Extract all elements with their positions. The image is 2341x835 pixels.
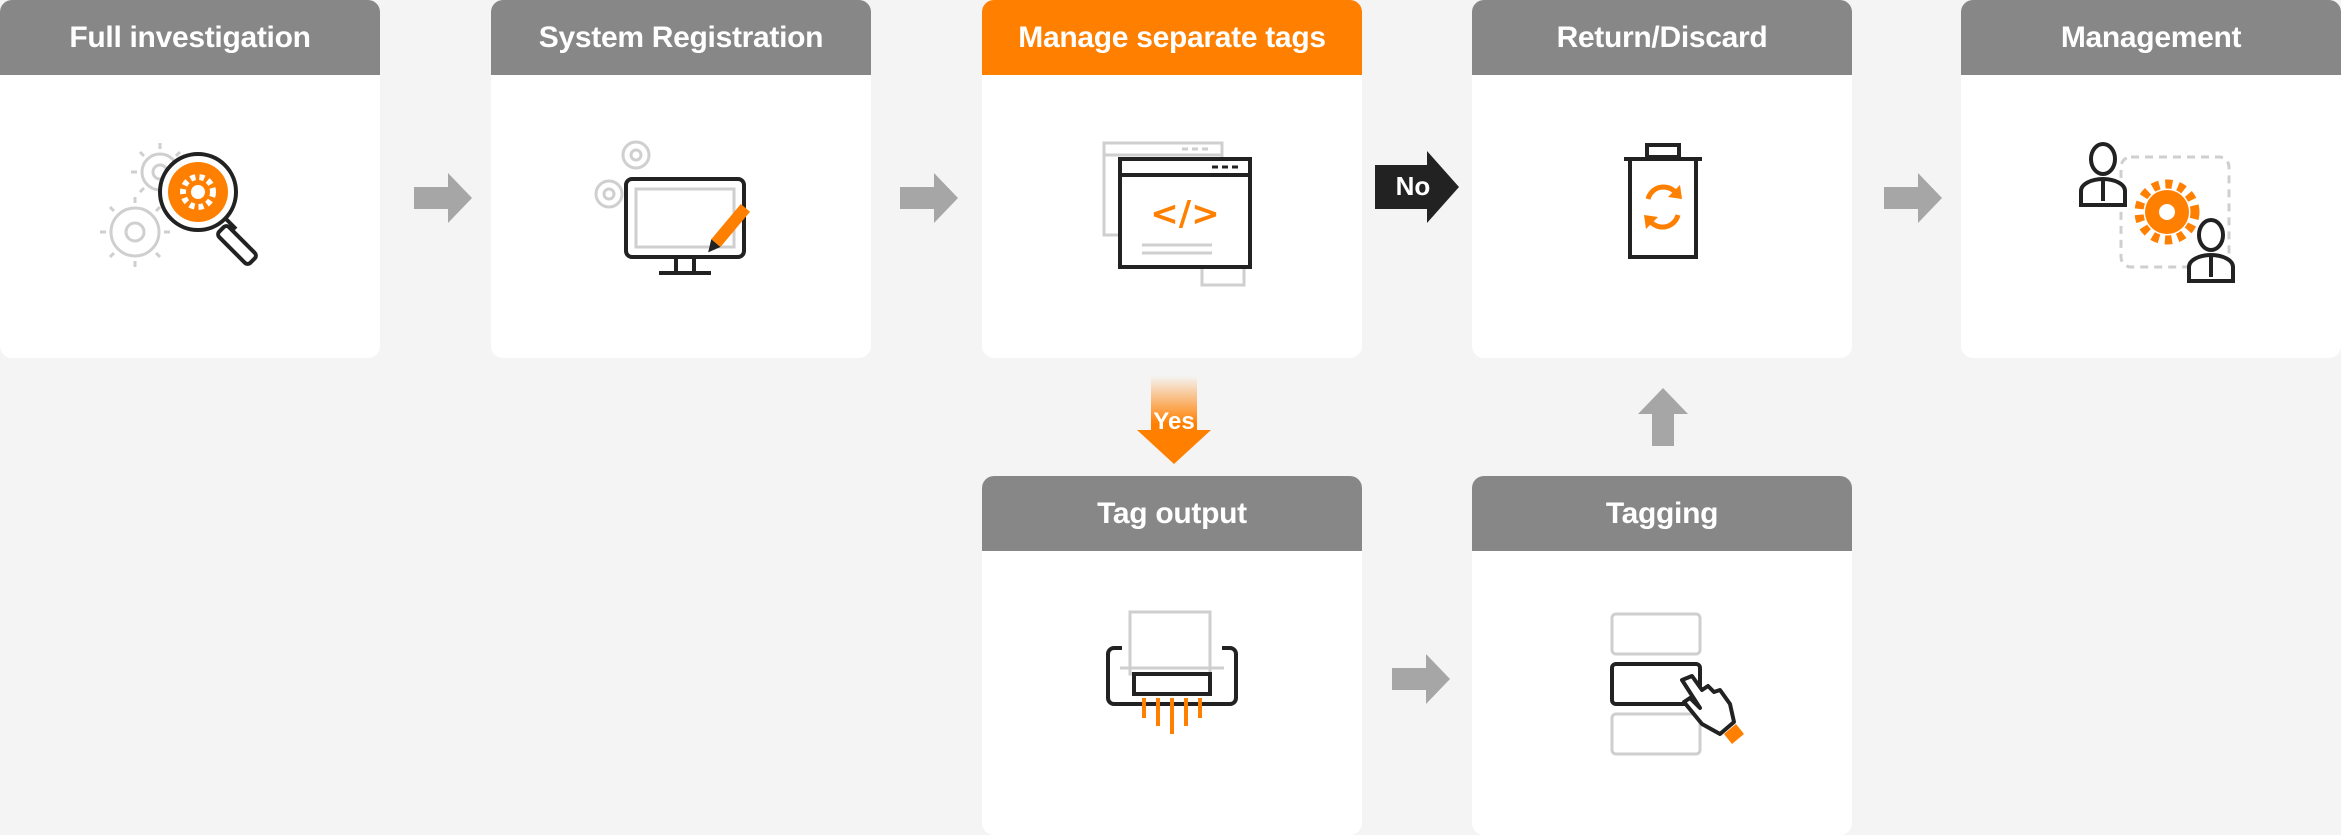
people-gear-icon	[1961, 75, 2341, 358]
step-title: Management	[1961, 0, 2341, 75]
step-management: Management	[1961, 0, 2341, 358]
yes-decision-arrow: Yes	[1137, 376, 1211, 464]
printer-icon	[982, 551, 1362, 835]
yes-label: Yes	[1153, 408, 1195, 435]
monitor-pencil-icon	[491, 75, 871, 358]
recycle-bin-icon	[1472, 75, 1852, 358]
code-window-icon: </>	[982, 75, 1362, 358]
arrow-right-4	[1884, 173, 1944, 228]
code-tag-glyph: </>	[1150, 194, 1219, 234]
step-manage-separate-tags: Manage separate tags </>	[982, 0, 1362, 358]
step-title: Return/Discard	[1472, 0, 1852, 75]
step-title: Manage separate tags	[982, 0, 1362, 75]
step-title: Tagging	[1472, 476, 1852, 551]
arrow-right-5	[1392, 654, 1450, 704]
step-title: Tag output	[982, 476, 1362, 551]
step-title: System Registration	[491, 0, 871, 75]
no-decision-arrow: No	[1375, 151, 1459, 223]
arrow-right-1	[414, 173, 474, 228]
step-tagging: Tagging	[1472, 476, 1852, 835]
step-system-registration: System Registration	[491, 0, 871, 358]
magnifier-gear-icon	[0, 75, 380, 358]
step-title: Full investigation	[0, 0, 380, 75]
step-tag-output: Tag output	[982, 476, 1362, 835]
hand-select-icon	[1472, 551, 1852, 835]
step-full-investigation: Full investigation	[0, 0, 380, 358]
arrow-up	[1638, 388, 1688, 453]
arrow-right-2	[900, 173, 960, 228]
step-return-discard: Return/Discard	[1472, 0, 1852, 358]
no-label: No	[1395, 171, 1431, 201]
